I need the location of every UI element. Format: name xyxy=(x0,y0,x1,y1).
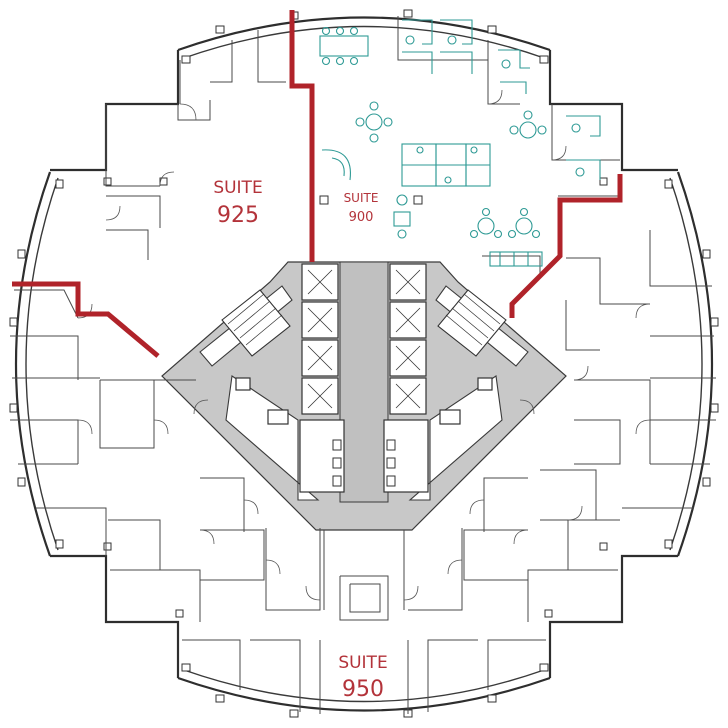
suite-950-number: 950 xyxy=(342,677,384,702)
boundary-925-900 xyxy=(289,10,315,262)
building-core xyxy=(161,261,567,531)
elevator-bank-left xyxy=(301,263,339,415)
suite-950-word: SUITE xyxy=(338,653,387,673)
suite-900-word: SUITE xyxy=(344,191,379,205)
stair-left xyxy=(221,289,291,357)
suite-900-label: SUITE 900 xyxy=(344,191,379,225)
suite-boundaries xyxy=(12,10,623,358)
exterior-walls xyxy=(14,16,714,712)
stair-right xyxy=(437,289,507,357)
door-swings xyxy=(77,89,651,601)
core-details xyxy=(235,195,493,425)
boundary-900-east xyxy=(509,174,623,318)
interior-partitions xyxy=(10,16,716,714)
boundary-925-950 xyxy=(12,281,160,358)
suite-925-number: 925 xyxy=(217,203,259,228)
suite-925-label: SUITE 925 xyxy=(213,178,262,228)
suite-925-word: SUITE xyxy=(213,178,262,198)
elevator-bank-right xyxy=(389,263,427,415)
core-restrooms xyxy=(299,419,429,493)
suite-950-label: SUITE 950 xyxy=(338,653,387,702)
suite-900-furniture xyxy=(319,19,601,267)
suite-900-number: 900 xyxy=(349,210,374,225)
